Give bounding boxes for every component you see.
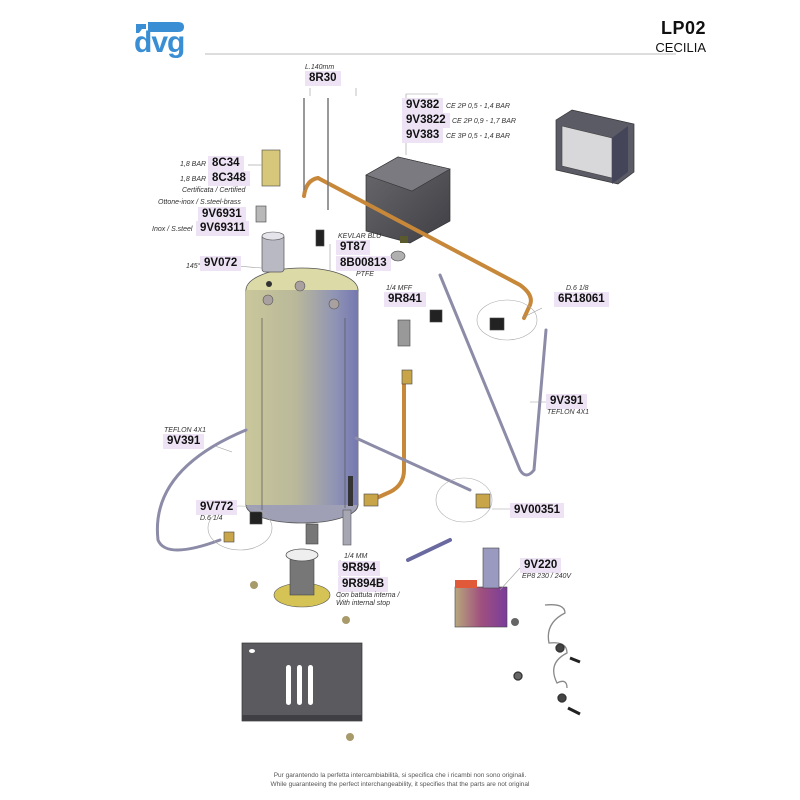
part-code-9V6931[interactable]: 9V6931 — [198, 207, 246, 222]
part-note-9V69311: Inox / S.steel — [152, 226, 193, 233]
part-note-8C348-cert: Certificata / Certified — [182, 187, 246, 194]
pressure-switch — [365, 156, 451, 244]
teflon-tubes — [155, 273, 548, 562]
boiler-tank — [245, 231, 359, 546]
disclaimer-italian: Pur garantendo la perfetta intercambiabi… — [273, 772, 527, 779]
part-code-6R18061[interactable]: 6R18061 — [554, 292, 609, 307]
part-code-8R30[interactable]: 8R30 — [305, 71, 341, 86]
part-note-9V6931: Ottone-inox / S.steel-brass — [158, 199, 241, 206]
part-code-9V072[interactable]: 9V072 — [200, 256, 242, 271]
part-code-9V69311[interactable]: 9V69311 — [196, 221, 250, 236]
dvg-logo — [136, 22, 184, 33]
part-note-6R18061: D.6 1/8 — [566, 285, 589, 292]
part-code-8C34[interactable]: 8C34 — [208, 156, 244, 171]
part-note-9T87: KEVLAR BLU — [338, 233, 382, 240]
part-note-9R894B-it: Con battuta interna / — [336, 592, 400, 599]
part-note-8B00813: PTFE — [356, 271, 374, 278]
part-note-9V072: 145° — [186, 263, 201, 270]
brand-logo-text: dvg — [134, 26, 185, 59]
part-note-8C34: 1,8 BAR — [180, 161, 207, 168]
part-code-8B00813[interactable]: 8B00813 — [336, 256, 391, 271]
base-plate — [241, 642, 363, 722]
part-code-9V3822[interactable]: 9V3822 — [402, 113, 450, 128]
pump-bracket-spring — [513, 604, 581, 716]
probe-rods — [303, 98, 329, 210]
part-code-9R841[interactable]: 9R841 — [384, 292, 426, 307]
part-note-9V383: CE 3P 0,5 - 1,4 BAR — [446, 133, 510, 140]
part-code-9R894[interactable]: 9R894 — [338, 561, 380, 576]
part-note-9V391-left: TEFLON 4X1 — [164, 427, 207, 434]
heating-element — [250, 548, 354, 741]
part-note-9V772: D.6 1/4 — [200, 515, 223, 522]
part-note-9R841: 1/4 MFF — [386, 285, 413, 292]
part-code-9V00351[interactable]: 9V00351 — [510, 503, 565, 518]
part-note-9V3822: CE 2P 0,9 - 1,7 BAR — [452, 118, 516, 125]
part-code-9V383[interactable]: 9V383 — [402, 128, 444, 143]
part-code-9V382[interactable]: 9V382 — [402, 98, 444, 113]
part-code-9V391-right[interactable]: 9V391 — [546, 394, 588, 409]
part-note-8R30: L.140mm — [305, 64, 335, 71]
part-note-9R894: 1/4 MM — [344, 553, 368, 560]
part-note-9R894B-en: With internal stop — [336, 600, 391, 607]
part-note-9V382: CE 2P 0,5 - 1,4 BAR — [446, 103, 510, 110]
part-code-9V772[interactable]: 9V772 — [196, 500, 238, 515]
disclaimer-english: While guaranteeing the perfect interchan… — [270, 781, 530, 788]
vibration-pump — [454, 547, 519, 628]
part-note-8C348: 1,8 BAR — [180, 176, 207, 183]
fittings — [207, 149, 538, 551]
switch-box-cover — [555, 109, 635, 185]
part-code-9V391-left[interactable]: 9V391 — [163, 434, 205, 449]
part-code-8C348[interactable]: 8C348 — [208, 171, 250, 186]
part-note-9V391-right: TEFLON 4X1 — [547, 409, 590, 416]
part-code-9R894B[interactable]: 9R894B — [338, 577, 389, 592]
part-code-9T87[interactable]: 9T87 — [336, 240, 371, 255]
part-code-9V220[interactable]: 9V220 — [520, 558, 562, 573]
copper-pipes — [302, 176, 533, 502]
model-name: CECILIA — [655, 40, 706, 55]
model-code: LP02 — [660, 18, 706, 38]
part-note-9V220: EP8 230 / 240V — [522, 573, 572, 580]
